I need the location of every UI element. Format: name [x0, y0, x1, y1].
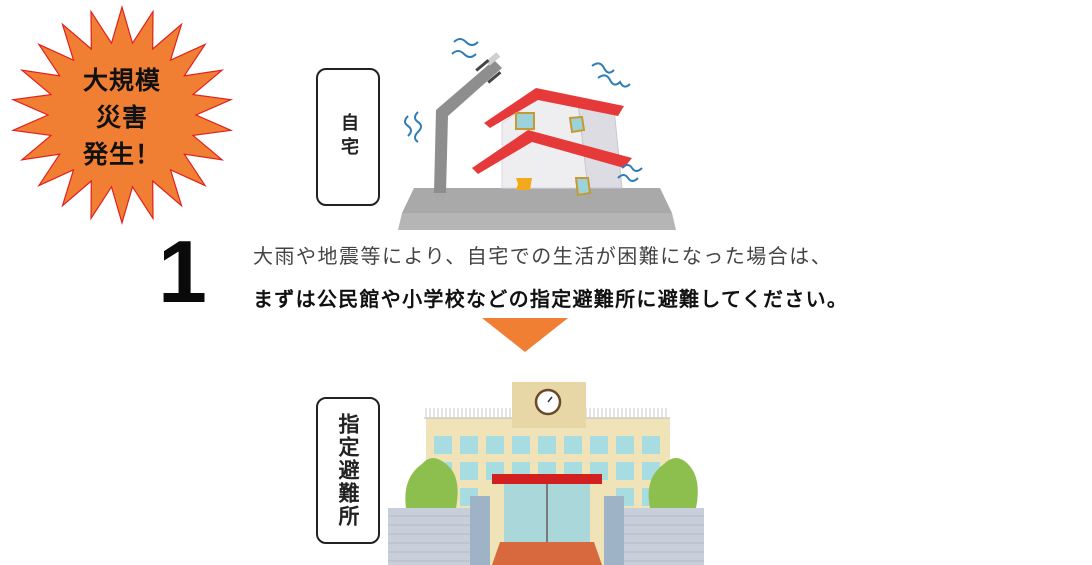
badge-line-2: 災害 — [95, 103, 148, 132]
collapsed-house-illustration-icon — [398, 38, 676, 230]
school-shelter-illustration-icon — [388, 382, 704, 565]
disaster-badge-text: 大規模 災害 発生！ — [8, 62, 236, 173]
badge-line-3: 発生！ — [82, 140, 161, 169]
home-label: 自宅 — [338, 113, 359, 161]
starburst-badge-icon — [10, 5, 234, 225]
step-number: 1 — [158, 222, 207, 321]
instruction-line-1: 大雨や地震等により、自宅での生活が困難になった場合は、 — [253, 244, 833, 268]
down-arrow-icon — [482, 318, 568, 352]
instruction-line-2: まずは公民館や小学校などの指定避難所に避難してください。 — [253, 287, 849, 311]
home-label-box: 自宅 — [316, 68, 380, 206]
shelter-label: 指定避難所 — [336, 413, 360, 528]
shelter-label-box: 指定避難所 — [316, 397, 380, 544]
badge-line-1: 大規模 — [82, 66, 161, 95]
